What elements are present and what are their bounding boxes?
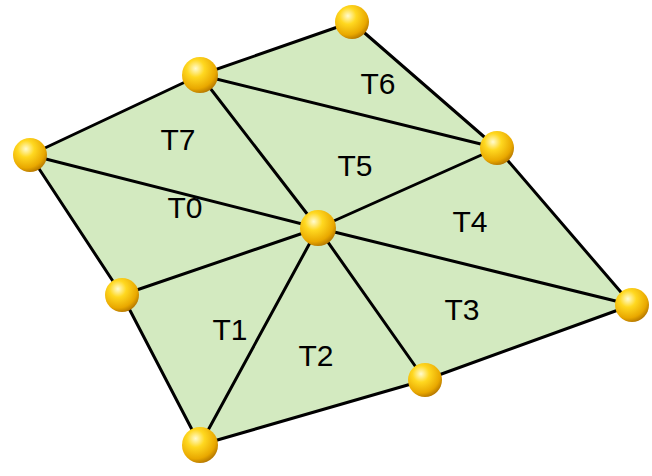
triangle-label: T6: [360, 69, 395, 99]
triangle-label: T2: [298, 341, 333, 371]
mesh-vertices: [13, 5, 649, 463]
triangle-label: T0: [167, 193, 202, 223]
mesh-edges: [30, 22, 632, 445]
mesh-fill: [30, 22, 632, 445]
triangle-label: T5: [337, 151, 372, 181]
triangle-label: T4: [452, 207, 487, 237]
triangle-label: T3: [444, 295, 479, 325]
triangle-label: T7: [160, 125, 195, 155]
triangle-label: T1: [212, 315, 247, 345]
